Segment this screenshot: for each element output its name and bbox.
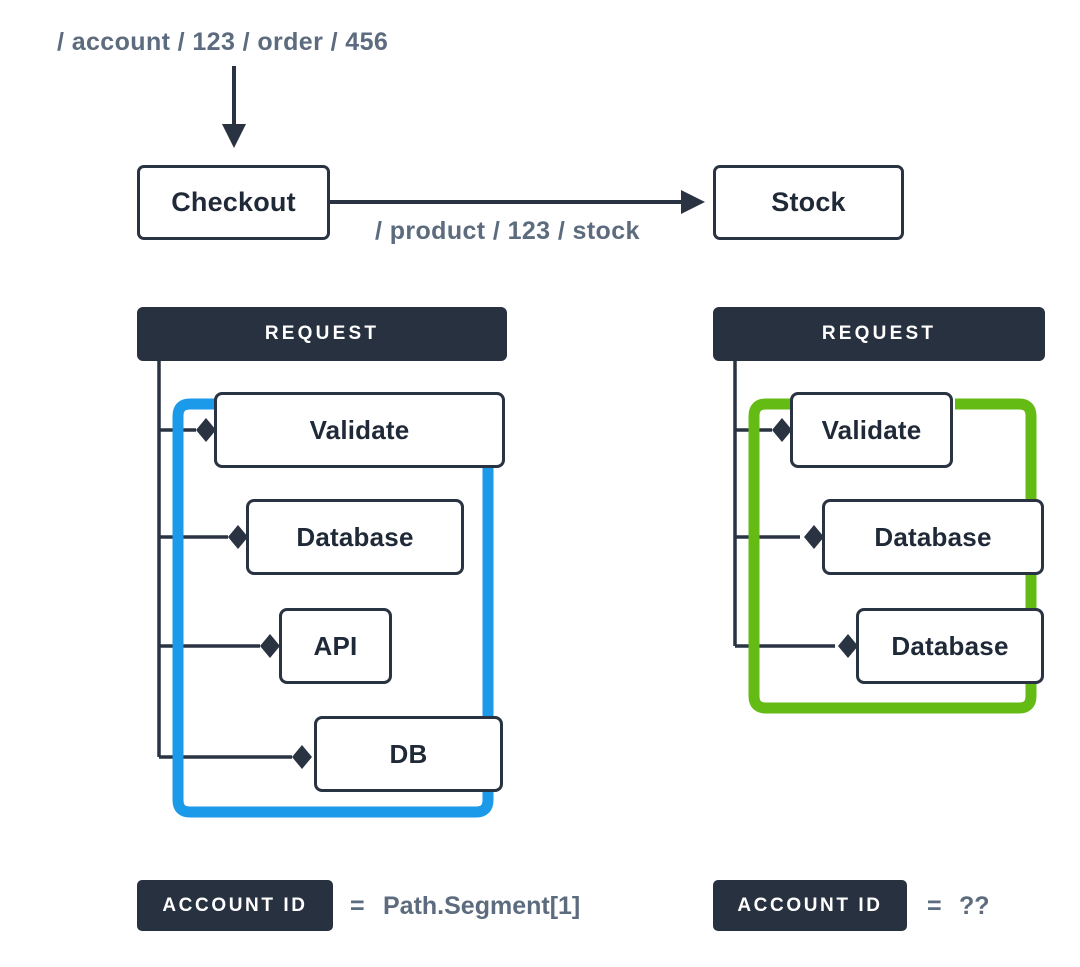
service-box-checkout-label: Checkout	[171, 187, 296, 217]
left-diamond-api	[260, 634, 280, 658]
service-box-stock[interactable]: Stock	[713, 165, 904, 240]
right-panel-request-header: REQUEST	[713, 307, 1045, 361]
right-legend-chip-label: ACCOUNT ID	[737, 894, 883, 916]
service-box-checkout[interactable]: Checkout	[137, 165, 330, 240]
right-diamond-database-1	[804, 525, 824, 549]
right-arrow-icon	[330, 190, 705, 214]
left-node-validate-label: Validate	[309, 414, 410, 445]
left-diamond-db	[292, 745, 312, 769]
left-node-db[interactable]: DB	[314, 716, 503, 792]
right-legend-value: ??	[959, 892, 990, 920]
left-node-api-label: API	[313, 630, 358, 661]
service-box-stock-label: Stock	[771, 187, 846, 217]
right-diamond-validate	[772, 418, 792, 442]
left-node-database[interactable]: Database	[246, 499, 464, 575]
left-panel-request-header-label: REQUEST	[264, 323, 380, 344]
right-node-database-2-label: Database	[891, 630, 1009, 661]
down-arrow-icon	[222, 66, 246, 148]
right-node-validate-label: Validate	[821, 414, 922, 445]
right-node-database-2[interactable]: Database	[856, 608, 1044, 684]
right-node-validate[interactable]: Validate	[790, 392, 953, 468]
left-legend-equals: =	[350, 892, 365, 920]
service-edge-label: / product / 123 / stock	[375, 217, 640, 245]
left-node-validate[interactable]: Validate	[214, 392, 505, 468]
left-legend-chip: ACCOUNT ID	[137, 880, 333, 931]
left-legend-chip-label: ACCOUNT ID	[162, 894, 308, 916]
right-node-database-1[interactable]: Database	[822, 499, 1044, 575]
left-diamond-validate	[196, 418, 216, 442]
left-diamond-database	[228, 525, 248, 549]
left-node-api[interactable]: API	[279, 608, 392, 684]
left-panel-request-header: REQUEST	[137, 307, 507, 361]
right-legend-chip: ACCOUNT ID	[713, 880, 907, 931]
left-node-database-label: Database	[296, 521, 414, 552]
right-diamond-database-2	[838, 634, 858, 658]
right-node-database-1-label: Database	[874, 521, 992, 552]
left-node-db-label: DB	[389, 738, 428, 769]
left-legend-value: Path.Segment[1]	[383, 892, 581, 920]
right-legend-equals: =	[927, 892, 942, 920]
incoming-request-path-label: / account / 123 / order / 456	[57, 28, 389, 56]
right-panel-request-header-label: REQUEST	[821, 323, 937, 344]
